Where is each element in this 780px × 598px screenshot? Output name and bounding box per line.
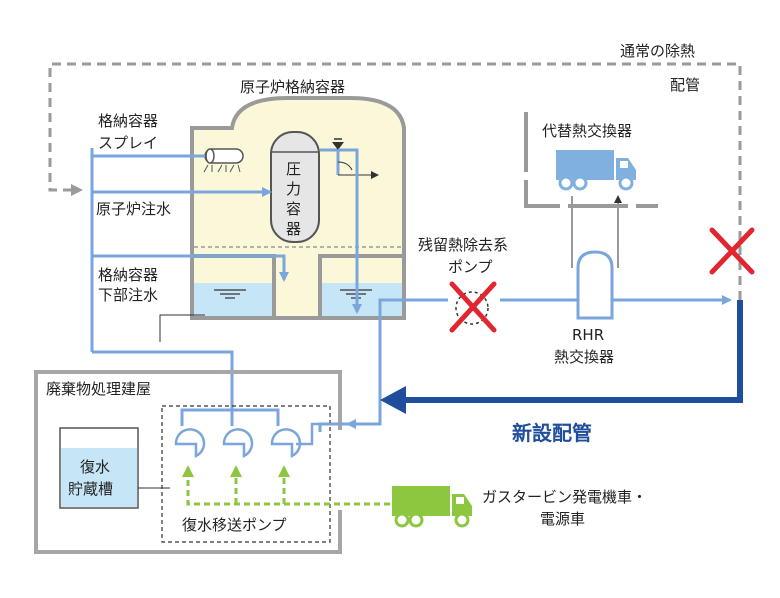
normal-heat-removal-pipe [48,62,742,300]
rhr-heat-exchanger-icon [576,250,614,320]
containment-spray-label-1: 格納容器 [98,112,158,130]
suppression-pool-left [194,283,274,316]
condensate-tank-label-1: 復水 [80,458,110,476]
spray-header-icon [203,148,244,173]
gas-turbine-label-2: 電源車 [540,510,585,528]
pressure-vessel-label-1: 圧 [286,160,301,178]
condensate-pumps-label: 復水移送ポンプ [182,516,287,534]
cross-mark-icon [709,227,755,275]
containment-vessel-label: 原子炉格納容器 [240,78,345,96]
condensate-tank [59,427,139,509]
lower-injection-label-2: 下部注水 [98,286,158,304]
pump-icon [174,428,206,458]
waste-building [34,370,342,554]
lower-injection-label-1: 格納容器 [98,266,158,284]
alternate-hx-label: 代替熱交換器 [542,122,632,140]
condensate-pump-box [161,405,331,543]
piping-label: 配管 [670,76,700,94]
gas-turbine-label-1: ガスタービン発電機車・ [482,488,647,506]
new-piping [380,300,743,414]
lower-injection-pipe [92,254,289,282]
rhr-hx-label-2: 熱交換器 [554,348,614,366]
pump-icon [222,428,254,458]
rhr-pump-label-1: 残留熱除去系 [418,236,508,254]
normal-heat-removal-label: 通常の除熱 [620,42,695,60]
cross-mark-icon [449,281,497,333]
truck-icon [392,486,472,528]
alternate-hx-enclosure [524,112,658,208]
condensate-tank-label-2: 貯蔵槽 [68,480,113,498]
rhr-hx-label-1: RHR [572,326,604,344]
waste-building-label: 廃棄物処理建屋 [46,380,151,398]
new-piping-label: 新設配管 [512,421,592,445]
truck-icon [556,150,636,191]
rhr-pump-label-2: ポンプ [448,258,493,276]
containment-spray-label-2: スプレイ [98,134,158,152]
pressure-vessel-label-4: 器 [286,220,301,238]
pressure-vessel-label-2: 力 [286,180,301,198]
pressure-vessel-label-3: 容 [286,200,301,218]
reactor-injection-label: 原子炉注水 [96,200,171,218]
pump-icon [270,428,302,458]
